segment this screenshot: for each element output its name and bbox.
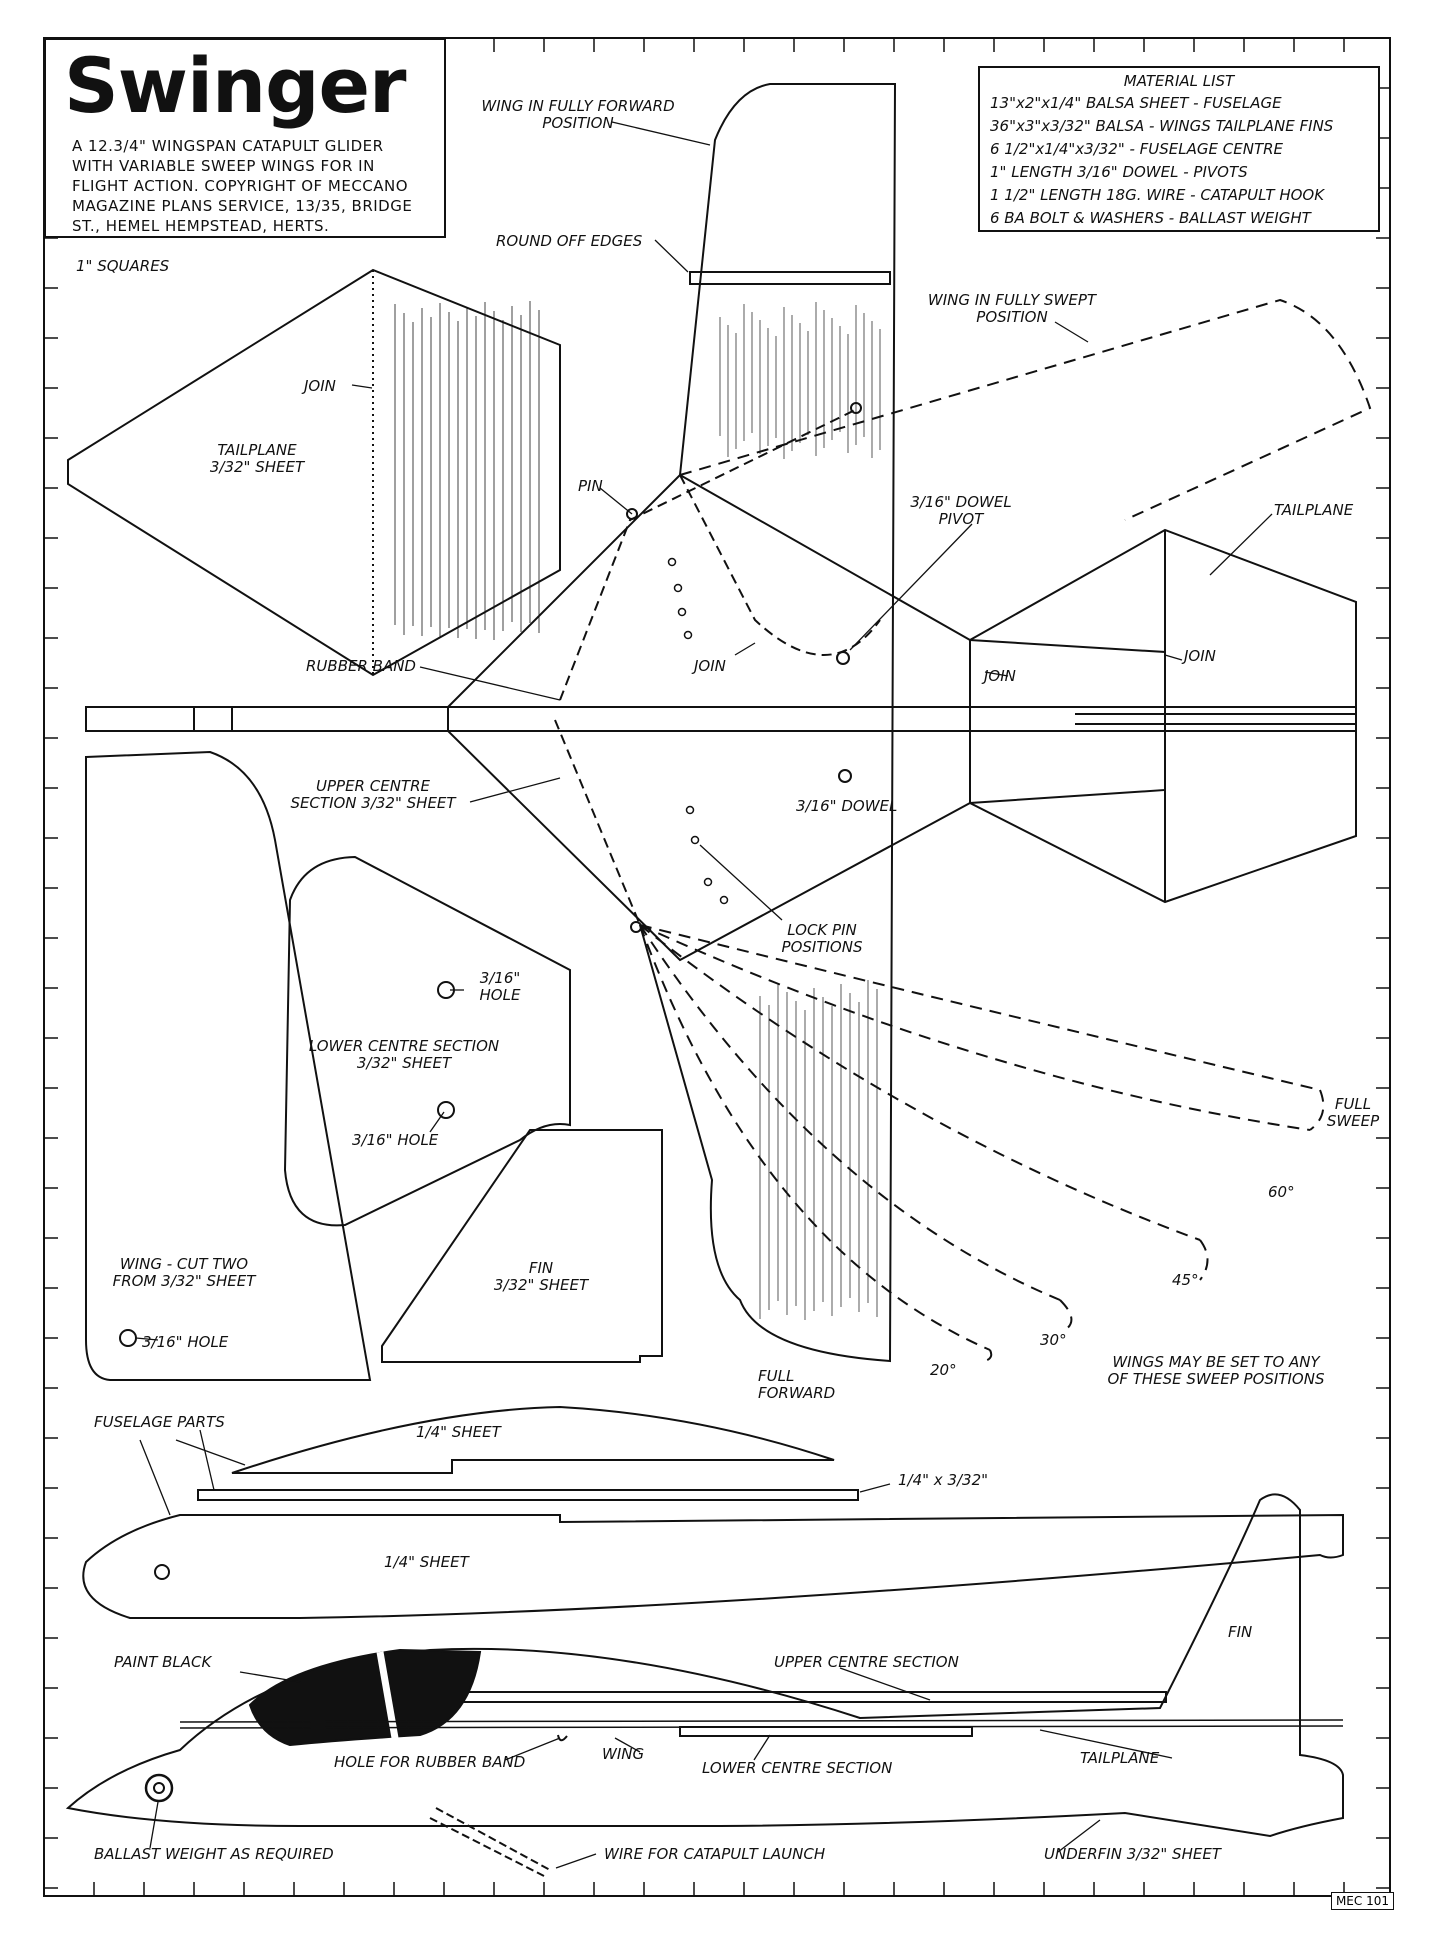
fuselage-side-part <box>82 1513 1344 1619</box>
canopy <box>248 1648 482 1747</box>
label-60: 60° <box>1268 1183 1295 1201</box>
label-join-tail2: JOIN <box>984 667 1016 685</box>
label-sheet-quarter2: 1/4" SHEET <box>384 1553 469 1571</box>
upper-centre-section <box>447 473 1166 962</box>
material-item: 6 BA BOLT & WASHERS - BALLAST WEIGHT <box>990 209 1311 227</box>
label-wing-swept: WING IN FULLY SWEPT POSITION <box>927 291 1097 326</box>
label-hole2: 3/16" HOLE <box>352 1131 439 1149</box>
label-tailplane-sheet: TAILPLANE 3/32" SHEET <box>209 441 305 476</box>
label-dowel: 3/16" DOWEL <box>796 797 898 815</box>
label-lower-centre-section: LOWER CENTRE SECTION <box>702 1759 893 1777</box>
label-strip: 1/4" x 3/32" <box>898 1471 989 1489</box>
fuselage-strip <box>197 1489 859 1501</box>
swept-wing-outline <box>679 298 1372 521</box>
plan-subtitle: A 12.3/4" WINGSPAN CATAPULT GLIDER WITH … <box>72 137 413 235</box>
label-rubber-band: RUBBER BAND <box>306 657 416 675</box>
label-fuselage-parts: FUSELAGE PARTS <box>94 1413 225 1431</box>
label-45: 45° <box>1172 1271 1199 1289</box>
wing-part <box>85 750 372 1381</box>
label-hole-rubber: HOLE FOR RUBBER BAND <box>334 1753 526 1771</box>
label-wing-cut: WING - CUT TWO FROM 3/32" SHEET <box>112 1255 256 1290</box>
label-wing-forward: WING IN FULLY FORWARD POSITION <box>481 97 675 132</box>
label-full-forward: FULL FORWARD <box>758 1367 836 1402</box>
material-item: 6 1/2"x1/4"x3/32" - FUSELAGE CENTRE <box>990 140 1284 158</box>
material-item: 1 1/2" LENGTH 18G. WIRE - CATAPULT HOOK <box>990 186 1325 204</box>
label-fin: FIN <box>1228 1623 1253 1641</box>
assembled-side-view <box>65 1493 1344 1838</box>
label-underfin: UNDERFIN 3/32" SHEET <box>1044 1845 1221 1863</box>
label-fin-sheet: FIN 3/32" SHEET <box>493 1259 589 1294</box>
material-item: 36"x3"x3/32" BALSA - WINGS TAILPLANE FIN… <box>990 117 1334 135</box>
label-join-centre: JOIN <box>694 657 726 675</box>
tailplane-assembly <box>969 528 1357 904</box>
label-tailplane-side: TAILPLANE <box>1080 1749 1160 1767</box>
label-join-tail: JOIN <box>304 377 336 395</box>
forward-wing <box>639 83 897 1363</box>
plan-title: Swinger <box>64 41 407 130</box>
label-round-off: ROUND OFF EDGES <box>496 232 643 250</box>
label-20: 20° <box>930 1361 957 1379</box>
lower-centre-strip <box>679 1726 973 1737</box>
round-off-band <box>689 271 891 285</box>
title-block: Swinger A 12.3/4" WINGSPAN CATAPULT GLID… <box>44 38 446 238</box>
fuselage-top-part <box>231 1405 835 1474</box>
label-tailplane: TAILPLANE <box>1274 501 1354 519</box>
material-list-title: MATERIAL LIST <box>1123 72 1235 90</box>
label-wire: WIRE FOR CATAPULT LAUNCH <box>604 1845 826 1863</box>
label-lower-centre: LOWER CENTRE SECTION 3/32" SHEET <box>308 1037 500 1072</box>
lower-centre-section <box>283 855 571 1227</box>
label-upper-centre: UPPER CENTRE SECTION 3/32" SHEET <box>290 777 456 812</box>
label-full-sweep: FULL SWEEP <box>1326 1095 1380 1130</box>
plan-reference-tag: MEC 101 <box>1330 1892 1394 1910</box>
label-paint-black: PAINT BLACK <box>114 1653 212 1671</box>
label-pin: PIN <box>578 477 603 495</box>
label-sheet-quarter1: 1/4" SHEET <box>416 1423 501 1441</box>
label-hole3: 3/16" HOLE <box>142 1333 229 1351</box>
material-item: 1" LENGTH 3/16" DOWEL - PIVOTS <box>990 163 1248 181</box>
label-upper-centre-section: UPPER CENTRE SECTION <box>774 1653 959 1671</box>
fin-part <box>381 1129 663 1363</box>
label-squares: 1" SQUARES <box>76 257 170 275</box>
label-join-right: JOIN <box>1184 647 1216 665</box>
grid-border <box>43 37 1391 1897</box>
material-list-box: MATERIAL LIST 13"x2"x1/4" BALSA SHEET - … <box>978 66 1380 232</box>
label-ballast: BALLAST WEIGHT AS REQUIRED <box>94 1845 334 1863</box>
label-lock-pin: LOCK PIN POSITIONS <box>781 921 863 956</box>
label-sweep-note: WINGS MAY BE SET TO ANY OF THESE SWEEP P… <box>1107 1353 1325 1388</box>
label-hole1: 3/16" HOLE <box>479 969 521 1004</box>
upper-centre-strip <box>447 1691 1167 1703</box>
label-30: 30° <box>1040 1331 1067 1349</box>
label-dowel-pivot: 3/16" DOWEL PIVOT <box>910 493 1012 528</box>
material-item: 13"x2"x1/4" BALSA SHEET - FUSELAGE <box>990 94 1282 112</box>
label-wing: WING <box>602 1745 645 1763</box>
